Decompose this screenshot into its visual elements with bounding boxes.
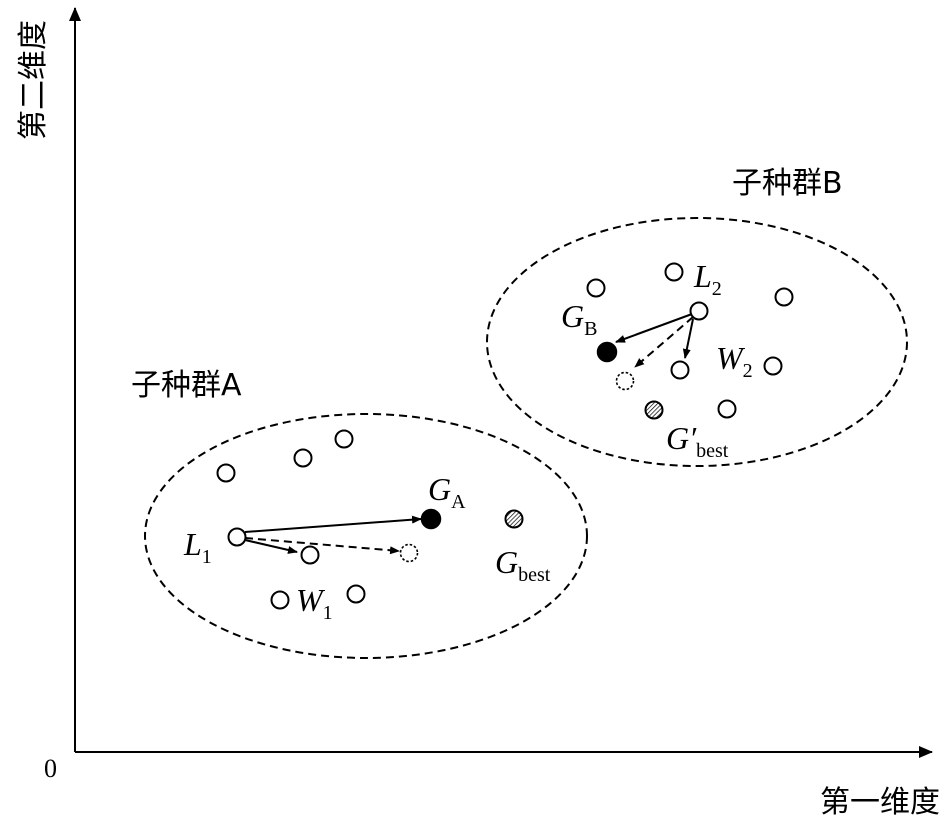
particle — [293, 448, 313, 468]
particle-w2-left — [670, 360, 690, 380]
particle-w1-right — [346, 584, 366, 604]
subpopulation-b-boundary — [486, 217, 908, 467]
particle-gbest — [504, 509, 524, 529]
label-l2: L2 — [693, 258, 722, 300]
particle — [586, 278, 606, 298]
label-gbest-prime: G′best — [666, 420, 729, 462]
x-axis-label: 第一维度 — [820, 785, 940, 820]
particle — [300, 545, 320, 565]
particle-l2 — [689, 301, 709, 321]
label-w1: W1 — [296, 582, 333, 624]
label-gb: GB — [561, 298, 597, 340]
particle-candidate-dotted — [399, 543, 419, 563]
label-l1: L1 — [183, 526, 212, 568]
particle-w2-right — [763, 356, 783, 376]
subpopulation-a: 子种群A L1 W1 GA Gbest — [131, 368, 588, 659]
particle-w1-left — [270, 590, 290, 610]
particle-candidate-dotted — [615, 371, 635, 391]
origin-label: 0 — [44, 754, 57, 783]
particle — [664, 262, 684, 282]
label-w2: W2 — [716, 340, 753, 382]
label-ga: GA — [428, 471, 466, 513]
subpopulation-a-boundary — [144, 413, 588, 659]
particle-l1 — [227, 527, 247, 547]
particle — [717, 399, 737, 419]
particle — [774, 287, 794, 307]
particle-gbest-prime — [644, 400, 664, 420]
particle-ga-best — [420, 508, 442, 530]
particle — [216, 463, 236, 483]
particle — [334, 429, 354, 449]
arrow-l1-to-ga — [244, 515, 422, 533]
particle-gb-best — [596, 341, 618, 363]
subpopulation-b-label: 子种群B — [732, 166, 843, 201]
label-gbest: Gbest — [495, 544, 551, 586]
arrow-l1-to-w1 — [244, 539, 298, 554]
subpopulation-b: 子种群B L2 GB W2 G′best — [486, 166, 908, 467]
arrow-l2-to-gb — [615, 313, 693, 343]
arrow-l2-to-w2 — [682, 318, 694, 359]
subpopulation-a-label: 子种群A — [131, 368, 242, 403]
y-axis-label: 第二维度 — [16, 20, 51, 140]
